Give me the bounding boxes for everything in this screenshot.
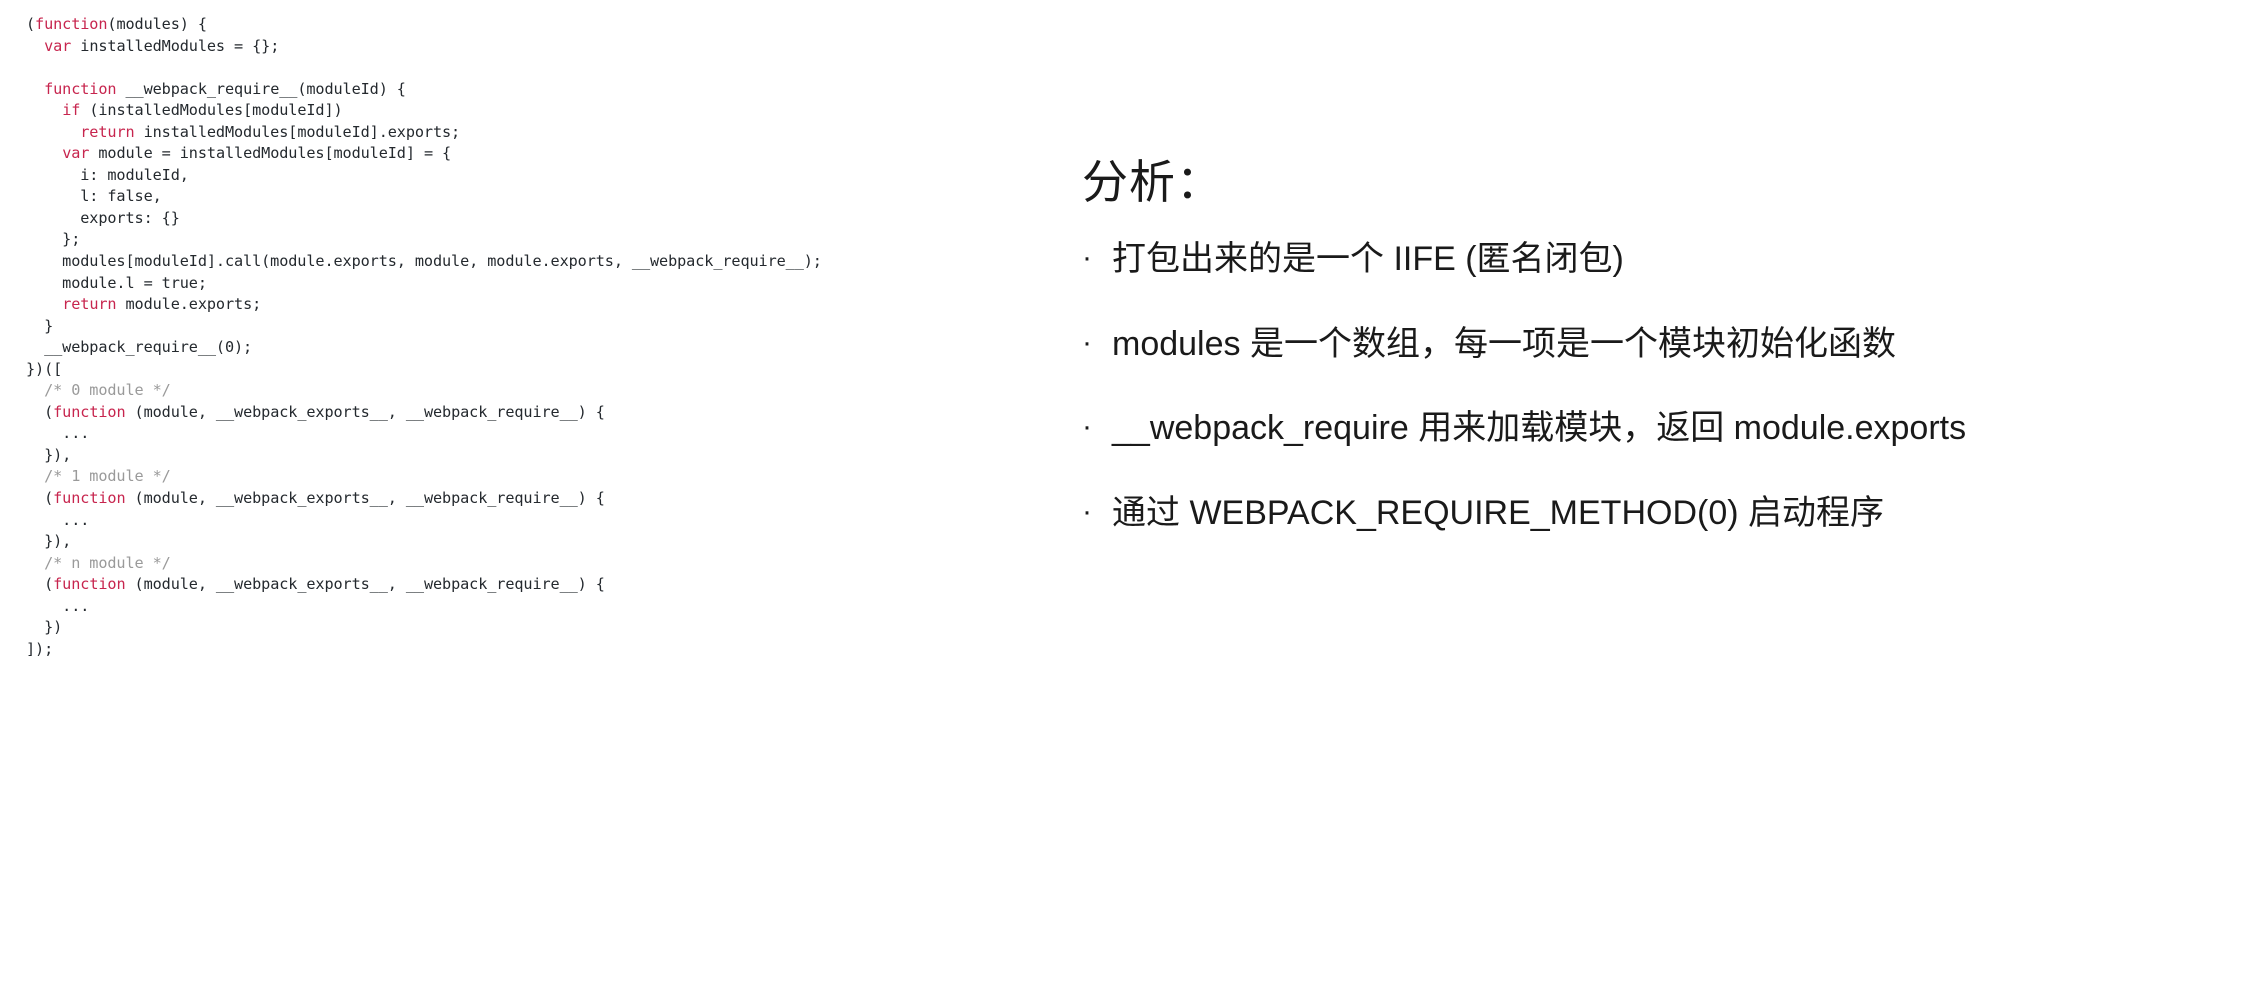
code-text (26, 123, 80, 141)
code-keyword: return (80, 122, 135, 141)
webpack-bundle-code: (function(modules) { var installedModule… (26, 14, 1056, 660)
code-line: module.l = true; (26, 273, 1056, 295)
code-line: (function (module, __webpack_exports__, … (26, 488, 1056, 510)
code-text: }), (26, 445, 72, 464)
code-line: function __webpack_require__(moduleId) { (26, 79, 1056, 101)
code-text (26, 144, 62, 162)
code-text: ( (26, 402, 54, 421)
code-text: module = installedModules[moduleId] = { (89, 144, 452, 163)
analysis-bullet-item: · modules 是一个数组，每一项是一个模块初始化函数 (1082, 323, 2250, 367)
code-text: ( (26, 489, 54, 508)
bullet-marker-icon: · (1082, 494, 1092, 528)
code-line: ... (26, 596, 1056, 618)
code-keyword: function (44, 79, 117, 98)
code-text (26, 37, 44, 55)
bullet-marker-icon: · (1082, 325, 1092, 359)
code-panel: (function(modules) { var installedModule… (26, 14, 1056, 660)
code-text: ... (26, 424, 90, 443)
code-line: exports: {} (26, 208, 1056, 230)
analysis-bullet-text: 通过 WEBPACK_REQUIRE_METHOD(0) 启动程序 (1112, 493, 1885, 532)
code-text (26, 101, 62, 119)
code-text: __webpack_require__(moduleId) { (116, 79, 406, 98)
code-text: l: false, (26, 187, 162, 206)
code-text: (module, __webpack_exports__, __webpack_… (125, 575, 605, 594)
code-text: (modules) { (107, 15, 207, 33)
code-text: ... (26, 510, 90, 529)
code-keyword: var (62, 144, 90, 163)
code-line: }) (26, 617, 1056, 639)
code-text: })([ (26, 359, 63, 378)
code-line: ]); (26, 639, 1056, 661)
code-text: ]); (26, 639, 54, 658)
code-text: installedModules[moduleId].exports; (134, 122, 461, 141)
analysis-panel: 分析： · 打包出来的是一个 IIFE (匿名闭包) · modules 是一个数组，… (1082, 0, 2250, 988)
code-text: (module, __webpack_exports__, __webpack_… (125, 402, 605, 421)
code-text: (installedModules[moduleId]) (80, 101, 343, 120)
code-keyword: function (53, 489, 126, 508)
code-line: }), (26, 445, 1056, 467)
code-text: }) (26, 618, 63, 637)
code-line: i: moduleId, (26, 165, 1056, 187)
code-line: var module = installedModules[moduleId] … (26, 143, 1056, 165)
code-line: ... (26, 510, 1056, 532)
code-line: /* 0 module */ (26, 380, 1056, 402)
analysis-bullet-item: · 通过 WEBPACK_REQUIRE_METHOD(0) 启动程序 (1082, 492, 2250, 536)
code-keyword: function (35, 15, 108, 33)
code-line: ... (26, 423, 1056, 445)
code-line (26, 57, 1056, 79)
analysis-bullet-text: 打包出来的是一个 IIFE (匿名闭包) (1112, 240, 1624, 278)
code-line: (function (module, __webpack_exports__, … (26, 402, 1056, 424)
code-text (26, 80, 44, 98)
code-text: installedModules = {}; (71, 36, 280, 55)
analysis-bullet-text: __webpack_require 用来加载模块，返回 module.expor… (1112, 409, 1967, 448)
code-line: (function(modules) { (26, 14, 1056, 36)
code-line: } (26, 316, 1056, 338)
code-line: modules[moduleId].call(module.exports, m… (26, 251, 1056, 273)
analysis-heading: 分析： (1082, 156, 1223, 208)
code-line: }), (26, 531, 1056, 553)
code-line: if (installedModules[moduleId]) (26, 100, 1056, 122)
code-keyword: function (53, 575, 126, 594)
code-text: i: moduleId, (26, 165, 189, 184)
code-text: modules[moduleId].call(module.exports, m… (26, 252, 822, 271)
code-keyword: return (62, 295, 117, 314)
code-comment: /* 1 module */ (26, 467, 171, 486)
code-line: (function (module, __webpack_exports__, … (26, 574, 1056, 596)
code-text: }; (26, 230, 81, 249)
code-line: })([ (26, 359, 1056, 381)
code-line: }; (26, 229, 1056, 251)
code-text (26, 295, 62, 313)
code-line: var installedModules = {}; (26, 36, 1056, 58)
code-line: return module.exports; (26, 294, 1056, 316)
analysis-bullet-item: · 打包出来的是一个 IIFE (匿名闭包) (1082, 238, 2250, 282)
bullet-marker-icon: · (1082, 410, 1092, 444)
code-text: ( (26, 575, 54, 594)
code-line: /* n module */ (26, 553, 1056, 575)
code-line: __webpack_require__(0); (26, 337, 1056, 359)
code-text: __webpack_require__(0); (26, 338, 253, 357)
code-comment: /* 0 module */ (26, 381, 171, 400)
analysis-bullet-item: · __webpack_require 用来加载模块，返回 module.expo… (1082, 407, 2250, 451)
code-text: exports: {} (26, 208, 180, 227)
code-text: module.exports; (116, 295, 262, 314)
code-text: module.l = true; (26, 273, 207, 292)
code-keyword: var (44, 36, 72, 55)
code-keyword: if (62, 101, 81, 120)
code-text: } (26, 316, 54, 335)
bullet-marker-icon: · (1082, 241, 1092, 274)
code-text: (module, __webpack_exports__, __webpack_… (125, 489, 605, 508)
code-text: }), (26, 532, 72, 551)
code-line: l: false, (26, 186, 1056, 208)
code-line: /* 1 module */ (26, 466, 1056, 488)
code-text: ( (26, 15, 36, 33)
code-comment: /* n module */ (26, 553, 171, 572)
analysis-bullet-list: · 打包出来的是一个 IIFE (匿名闭包) · modules 是一个数组，每一项是… (1082, 238, 2250, 576)
code-text: ... (26, 596, 90, 615)
analysis-bullet-text: modules 是一个数组，每一项是一个模块初始化函数 (1112, 324, 1896, 363)
code-keyword: function (53, 402, 126, 421)
code-line: return installedModules[moduleId].export… (26, 122, 1056, 144)
